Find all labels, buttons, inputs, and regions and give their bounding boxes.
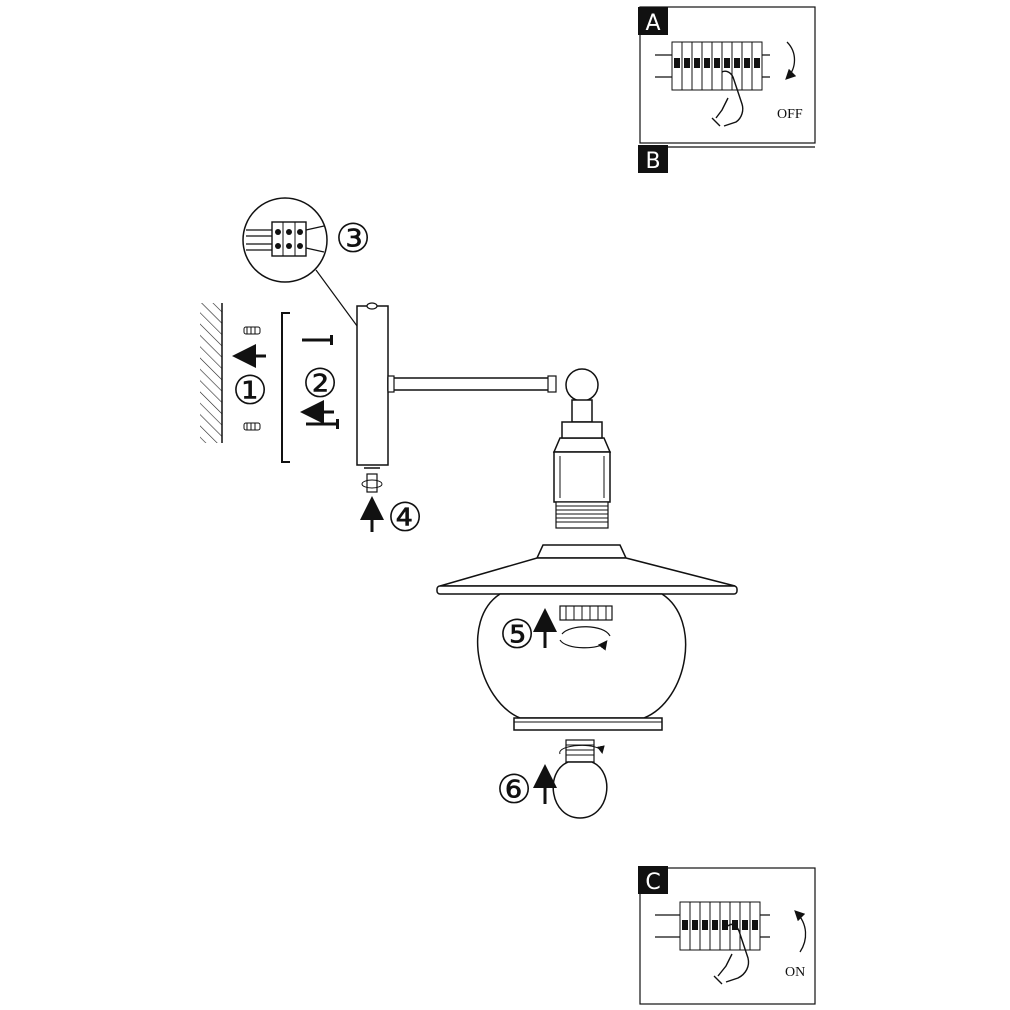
terminal-block-detail: ③ <box>242 197 371 331</box>
lamp: ④ <box>356 302 738 819</box>
screw-icon <box>302 335 333 345</box>
hand-icon <box>711 70 744 127</box>
panel-c-breaker-on: C ON <box>638 866 816 1005</box>
lamp-socket <box>552 421 612 529</box>
step-6-label: ⑥ <box>496 767 532 813</box>
panel-a-breaker-off: A <box>638 6 816 144</box>
step-5-label: ⑤ <box>499 612 535 658</box>
light-bulb-icon <box>552 739 608 819</box>
panel-b-letter-box <box>638 145 668 173</box>
fixing-screw-icon <box>361 467 383 493</box>
arm-joint <box>565 368 599 402</box>
wall-mounting: ① <box>200 303 268 443</box>
ring-nut-icon <box>559 605 613 621</box>
wall-hatch <box>200 303 222 443</box>
rotate-arrow-icon <box>559 626 610 648</box>
breaker-rail-icon <box>655 41 770 91</box>
panel-a-status: OFF <box>777 107 803 122</box>
wires-icon <box>246 225 325 253</box>
wall-plate <box>356 305 389 466</box>
glass-globe <box>477 593 687 731</box>
terminal-block-icon <box>271 221 307 257</box>
screws: ② <box>281 312 339 463</box>
screw-icon <box>306 419 339 429</box>
bracket <box>281 312 290 463</box>
panel-c-letter: C <box>645 870 660 895</box>
curved-arrow-up-icon <box>794 910 807 953</box>
step-2-label: ② <box>302 361 338 407</box>
panel-b-letter: B <box>645 149 660 174</box>
lamp-arm <box>387 377 554 391</box>
panel-a-letter: A <box>645 11 660 36</box>
panel-a-letter-box <box>638 7 668 35</box>
step-4-label: ④ <box>387 495 423 541</box>
wall-plug-icon <box>243 326 261 335</box>
step-3-label: ③ <box>335 216 371 262</box>
panel-b: B <box>638 145 815 174</box>
hand-icon <box>713 923 750 985</box>
curved-arrow-down-icon <box>785 41 797 80</box>
panel-c-letter-box <box>638 866 668 894</box>
breaker-rail-icon <box>655 901 770 951</box>
step-1-label: ① <box>232 368 268 414</box>
lamp-shade <box>436 544 738 595</box>
wall-plug-icon <box>243 422 261 431</box>
panel-c-status: ON <box>785 965 805 980</box>
